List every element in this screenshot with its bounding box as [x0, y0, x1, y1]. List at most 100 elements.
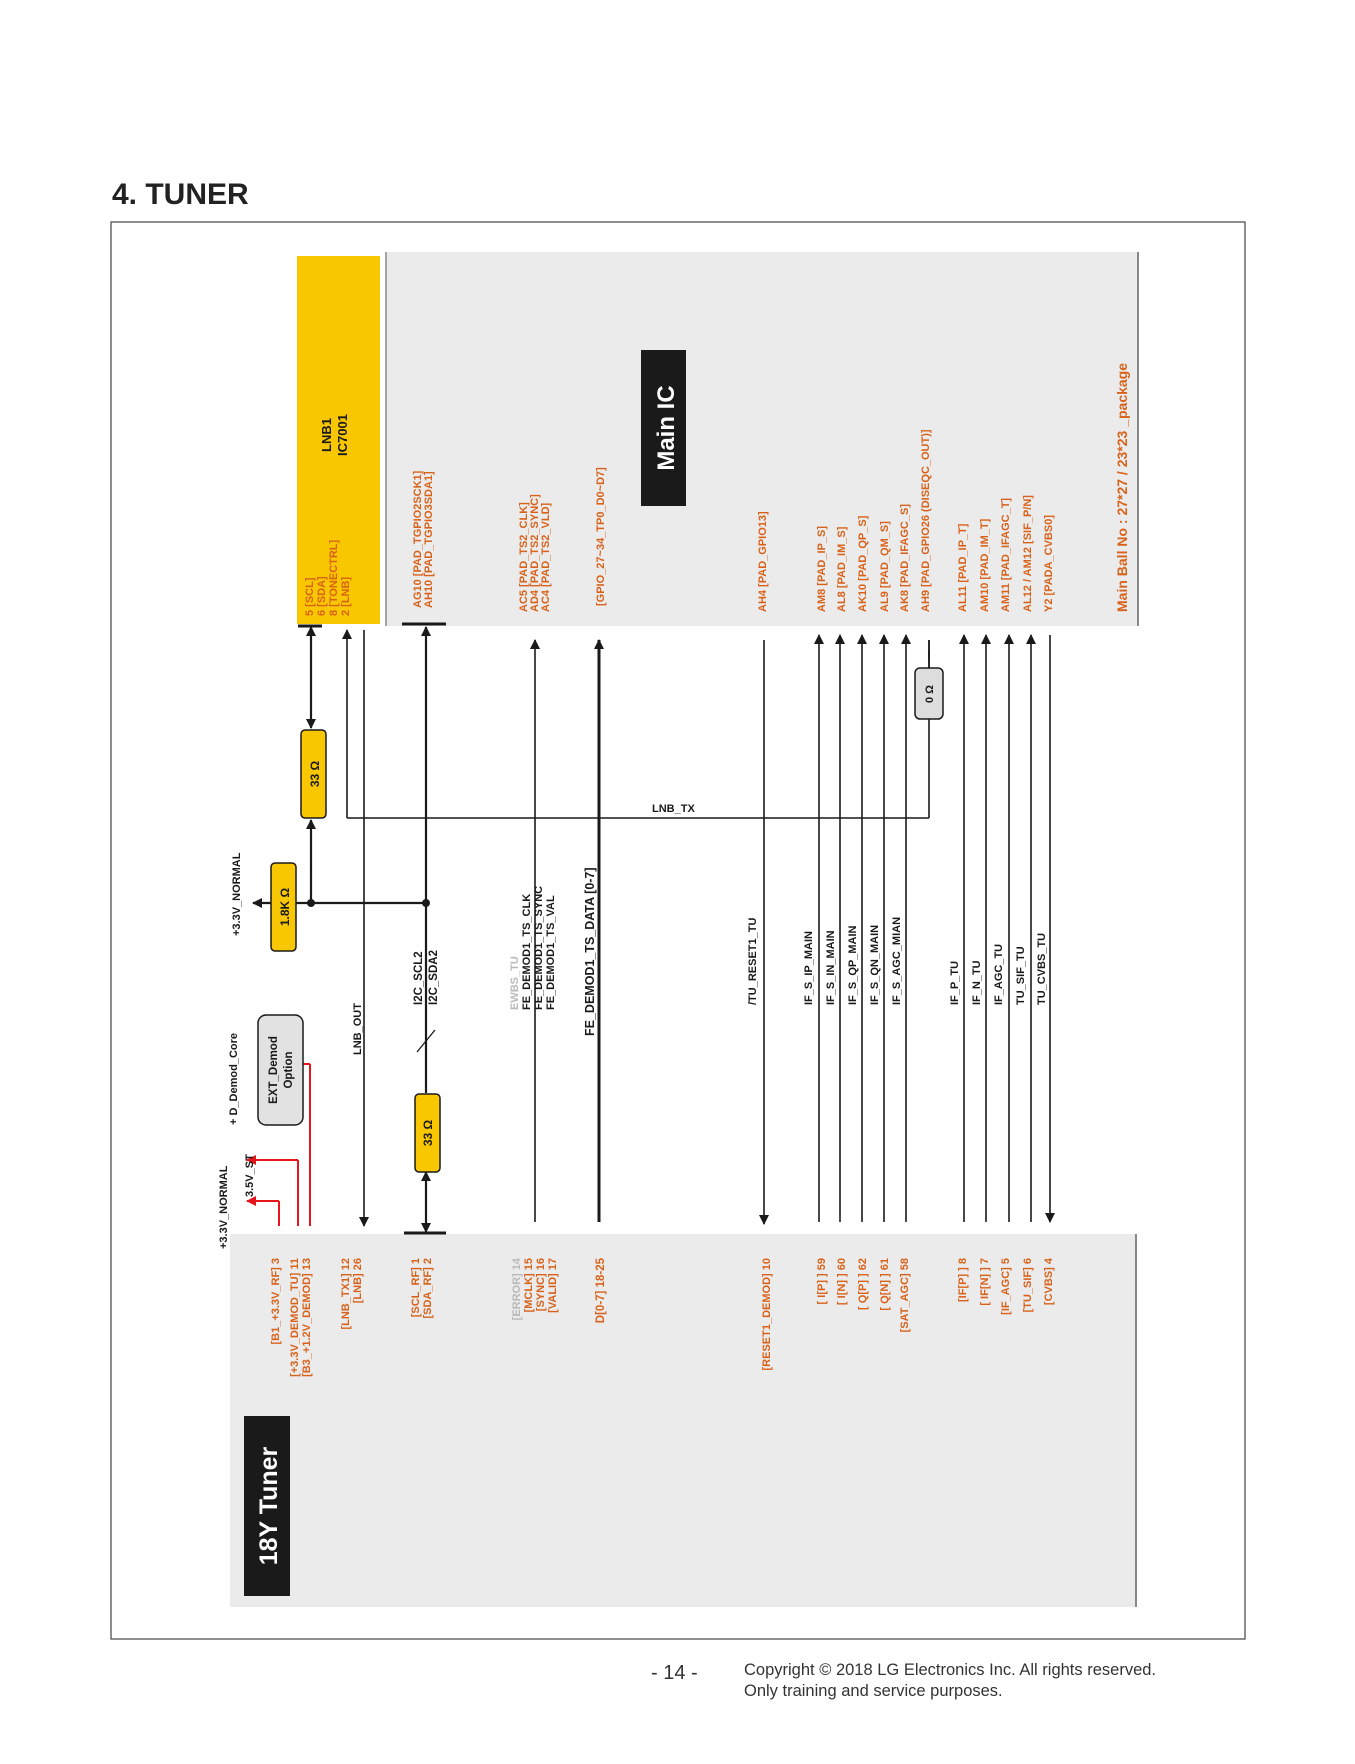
main-ic-pin: AL12 / AM12 [SIF_P/N]: [1022, 495, 1034, 612]
resistor-scl: 33 Ω: [300, 729, 327, 819]
page-frame: [110, 221, 1246, 1640]
copyright-line: Only training and service purposes.: [744, 1682, 1003, 1700]
main-ic-ball-note: Main Ball No : 27*27 / 23*23 _package: [1114, 363, 1130, 612]
lnb-part: IC7001: [335, 414, 350, 456]
tuner-pin: D[0-7] 18-25: [595, 1257, 607, 1323]
tuner-pin: [B3_+1.2V_DEMOD] 13: [301, 1258, 313, 1377]
net-if-t: TU_CVBS_TU: [1036, 933, 1048, 1005]
net-ts-sync: FE_DEMOD1_TS_SYNC: [533, 886, 545, 1010]
net-if-s: IF_S_IN_MAIN: [825, 930, 837, 1005]
rail-3v5-st: 3.5V_ST: [244, 1154, 256, 1197]
lnb-pin: 8 [TONECTRL]: [328, 539, 340, 616]
net-if-t: IF_N_TU: [971, 960, 983, 1005]
tuner-pin: [RESET1_DEMOD] 10: [761, 1258, 773, 1370]
tuner-pin: [+3.3V_DEMOD_TU] 11: [289, 1258, 301, 1377]
wires: [252, 622, 1055, 1235]
page-number: - 14 -: [651, 1662, 698, 1684]
main-ic-pin: AH9 [PAD_GPIO26 (DISEQC_OUT)]: [920, 429, 932, 612]
tuner-pin: [MCLK] 15: [523, 1258, 535, 1312]
net-if-t: IF_AGC_TU: [993, 944, 1005, 1005]
tuner-pin: [IF_AGC] 5: [1000, 1258, 1012, 1315]
tuner-pin: [ Q[N] ] 61: [879, 1258, 891, 1311]
tuner-block: 18Y Tuner: [230, 1234, 1137, 1607]
tuner-pin: [SDA_RF] 2: [422, 1258, 434, 1319]
net-if-s: IF_S_AGC_MIAN: [891, 917, 903, 1005]
tuner-pins: [B1_+3.3V_RF] 3 [+3.3V_DEMOD_TU] 11 [B3_…: [270, 1257, 1055, 1377]
main-ic-pin: AL11 [PAD_IP_T]: [957, 523, 969, 612]
tuner-pin: [ERROR] 14: [511, 1257, 523, 1320]
tuner-pin: [SYNC] 16: [535, 1258, 547, 1311]
net-i2c-sda: I2C_SDA2: [428, 950, 440, 1005]
tuner-pin: [TU_SIF] 6: [1022, 1258, 1034, 1312]
power-rail-labels: +3.3V_NORMAL +3.3V_NORMAL 3.5V_ST + D_De…: [218, 852, 256, 1249]
ext-demod-option: EXT_Demod Option: [257, 1014, 304, 1126]
main-ic-pin: AL9 [PAD_QM_S]: [879, 521, 891, 612]
tuner-pin: [ I[N] ] 60: [836, 1258, 848, 1305]
main-ic-pin: AG10 [PAD_TGPIO2SCK1]: [412, 470, 424, 608]
main-ic-pin: AH10 [PAD_TGPIO3SDA1]: [423, 471, 435, 608]
main-ic-pin: AK8 [PAD_IFAGC_S]: [899, 504, 911, 612]
main-ic-pin: AM10 [PAD_IM_T]: [979, 518, 991, 612]
resistor-scl-value: 33 Ω: [308, 760, 322, 787]
main-ic-pin: AL8 [PAD_IM_S]: [836, 526, 848, 612]
net-i2c-scl: I2C_SCL2: [413, 951, 425, 1005]
resistor-pullup: 1.8K Ω: [270, 862, 297, 952]
lnb-block: LNB1 IC7001 5 [SCL] 6 [SDA] 8 [TONECTRL]…: [297, 256, 380, 624]
main-ic-pin: AH4 [PAD_GPIO13]: [757, 511, 769, 612]
tuner-pin: [SAT_AGC] 58: [899, 1258, 911, 1332]
lnb-name: LNB1: [319, 418, 334, 452]
components: 1.8K Ω 33 Ω 33 Ω 0 Ω EXT_Demod Option: [257, 667, 944, 1173]
rail-top-3v3: +3.3V_NORMAL: [231, 852, 243, 936]
main-ic-pin: AD4 [PAD_TS2_SYNC]: [529, 494, 541, 612]
section-title: 4. TUNER: [112, 178, 249, 211]
tuner-pin: [IF[P] ] 8: [957, 1258, 969, 1302]
net-ewbs: EWBS_TU: [509, 956, 521, 1010]
main-ic-pin: AC4 [PAD_TS2_VLD]: [540, 502, 552, 612]
main-ic-pin: AC5 [PAD_TS2_CLK]: [518, 502, 530, 612]
net-if-s: IF_S_QP_MAIN: [847, 925, 859, 1005]
resistor-sda: 33 Ω: [414, 1093, 441, 1173]
net-if-s: IF_S_QN_MAIN: [869, 925, 881, 1005]
net-labels: LNB_TX LNB_OUT I2C_SCL2 I2C_SDA2 EWBS_TU…: [352, 803, 1048, 1055]
main-ic-block: Main IC Main Ball No : 27*27 / 23*23 _pa…: [385, 252, 1139, 626]
tuner-pin: [CVBS] 4: [1043, 1257, 1055, 1305]
net-ts-data: FE_DEMOD1_TS_DATA [0-7]: [583, 867, 597, 1036]
main-ic-pin: [GPIO_27~34_TP0_D0~D7]: [595, 467, 607, 606]
copyright-line: Copyright © 2018 LG Electronics Inc. All…: [744, 1661, 1157, 1679]
main-ic-pin: AM11 [PAD_IFAGC_T]: [1000, 498, 1012, 612]
lnb-pin: 6 [SDA]: [316, 576, 328, 616]
main-ic-pin: Y2 [PADA_CVBS0]: [1043, 515, 1055, 612]
rail-bottom-3v3: +3.3V_NORMAL: [218, 1165, 230, 1249]
net-if-s: IF_S_IP_MAIN: [803, 931, 815, 1005]
power-wires: [246, 1063, 311, 1226]
main-ic-pin: AM8 [PAD_IP_S]: [816, 526, 828, 612]
resistor-zero-value: 0 Ω: [924, 685, 936, 703]
net-if-t: TU_SIF_TU: [1015, 946, 1027, 1005]
resistor-zero: 0 Ω: [914, 667, 944, 720]
net-ts-clk: FE_DEMOD1_TS_CLK: [521, 894, 533, 1010]
lnb-pin: 5 [SCL]: [304, 577, 316, 616]
main-ic-pins: AG10 [PAD_TGPIO2SCK1] AH10 [PAD_TGPIO3SD…: [412, 429, 1055, 612]
tuner-label: 18Y Tuner: [255, 1446, 283, 1565]
lnb-pins: 5 [SCL] 6 [SDA] 8 [TONECTRL] 2 [LNB]: [304, 539, 352, 616]
ext-demod-line2: Option: [283, 1051, 295, 1088]
tuner-pin: [ I[P] ] 59: [816, 1258, 828, 1304]
tuner-pin: [ Q[P] ] 62: [857, 1258, 869, 1310]
resistor-sda-value: 33 Ω: [421, 1119, 435, 1146]
net-ts-val: FE_DEMOD1_TS_VAL: [545, 895, 557, 1010]
ext-demod-line1: EXT_Demod: [268, 1036, 280, 1104]
net-lnb-tx: LNB_TX: [652, 803, 695, 815]
tuner-pin: [SCL_RF] 1: [410, 1258, 422, 1317]
main-ic-pin: AK10 [PAD_QP_S]: [857, 515, 869, 612]
main-ic-label-box: [641, 350, 686, 506]
copyright: Copyright © 2018 LG Electronics Inc. All…: [744, 1660, 1156, 1702]
lnb-pin: 2 [LNB]: [340, 577, 352, 616]
rail-demod-core: + D_Demod_Core: [228, 1033, 240, 1125]
tuner-pin: [ IF[N] ] 7: [979, 1258, 991, 1306]
tuner-pin: [VALID] 17: [547, 1258, 559, 1313]
net-reset: /TU_RESET1_TU: [747, 918, 759, 1005]
tuner-pin: [LNB_TX1] 12: [340, 1258, 352, 1330]
resistor-pullup-value: 1.8K Ω: [278, 887, 292, 926]
net-lnb-out: LNB_OUT: [352, 1003, 364, 1055]
